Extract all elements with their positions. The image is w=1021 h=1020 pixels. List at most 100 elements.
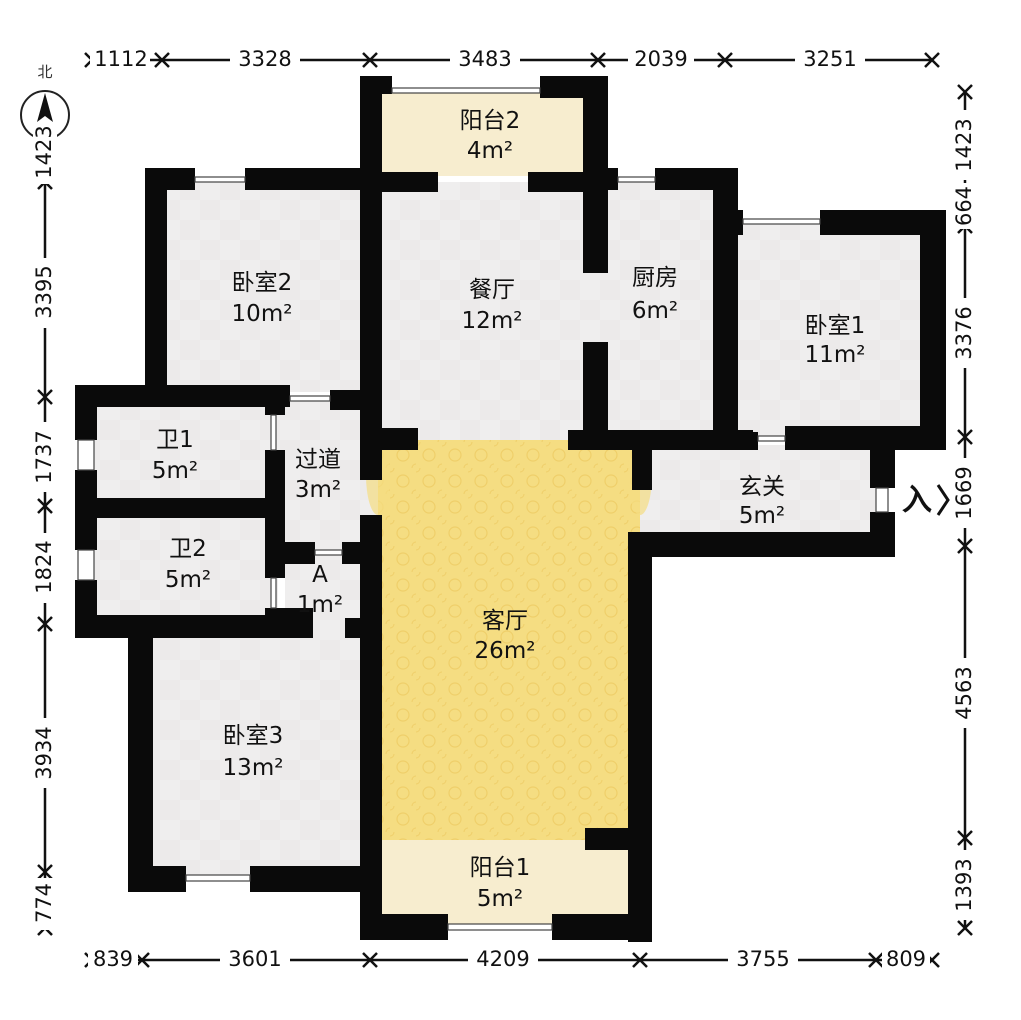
room-a-name: A: [312, 562, 328, 588]
bath1-area: 5m²: [152, 458, 198, 484]
dim-right-5: 4563: [952, 666, 976, 719]
dimension-tick: [957, 84, 973, 100]
dim-left-4: 1824: [32, 540, 56, 593]
bath2-area: 5m²: [165, 567, 211, 593]
dim-left-5: 3934: [32, 726, 56, 779]
window: [77, 549, 95, 581]
north-label: 北: [37, 63, 52, 81]
dimension-tick: [632, 952, 648, 968]
windows: [77, 87, 889, 931]
dim-left-6: 774: [32, 883, 56, 923]
dim-right-6: 1393: [952, 858, 976, 911]
bedroom2-area: 10m²: [232, 301, 293, 327]
corridor-area: 3m²: [295, 477, 341, 503]
balcony2-area: 4m²: [467, 138, 513, 164]
dimension-tick: [590, 52, 606, 68]
bedroom2-name: 卧室2: [232, 270, 293, 296]
walls: [75, 76, 946, 942]
dim-bottom-2: 3601: [228, 947, 281, 971]
foyer-name: 玄关: [739, 474, 785, 500]
bath1-name: 卫1: [156, 427, 194, 453]
window: [270, 577, 277, 609]
dimension-tick: [957, 830, 973, 846]
bedroom1-area: 11m²: [805, 342, 866, 368]
living-name: 客厅: [482, 608, 528, 634]
kitchen-area: 6m²: [632, 298, 678, 324]
window: [185, 874, 251, 882]
window: [194, 176, 246, 183]
room-labels: 阳台2 4m² 卧室2 10m² 餐厅 12m² 厨房 6m² 卧室1 11m²…: [152, 108, 866, 912]
bath2-name: 卫2: [169, 536, 207, 562]
dim-top-2: 3328: [238, 47, 291, 71]
dim-right-4: 1669: [952, 466, 976, 519]
dimension-tick: [362, 52, 378, 68]
corridor-name: 过道: [295, 447, 341, 473]
dim-right-2: 664: [952, 186, 976, 226]
dining-area: 12m²: [462, 308, 523, 334]
window: [77, 439, 95, 471]
left-dimensions: 1423 3395 1737 1824 3934 774: [32, 122, 57, 930]
dim-right-3: 3376: [952, 306, 976, 359]
balcony2-floor: [375, 88, 593, 176]
dim-left-2: 3395: [32, 265, 56, 318]
dim-left-3: 1737: [32, 430, 56, 483]
bedroom1-name: 卧室1: [805, 313, 866, 339]
top-dimensions: 1112 3328 3483 2039 3251: [90, 47, 865, 72]
window: [447, 923, 553, 931]
bedroom1-floor: [733, 222, 933, 437]
window: [314, 549, 343, 556]
entry-label: 入: [902, 483, 932, 518]
foyer-area: 5m²: [739, 503, 785, 529]
dimension-tick: [717, 52, 733, 68]
dimension-tick: [957, 538, 973, 554]
balcony2-name: 阳台2: [460, 108, 521, 134]
living-floor: [378, 440, 640, 840]
kitchen-name: 厨房: [632, 265, 678, 291]
bath1-floor: [88, 400, 278, 500]
dining-name: 餐厅: [469, 277, 515, 303]
dim-bottom-4: 3755: [736, 947, 789, 971]
bath2-floor: [88, 515, 278, 620]
dimension-tick: [924, 52, 940, 68]
floors: [88, 88, 933, 928]
dim-top-1: 1112: [94, 47, 147, 71]
dimension-tick: [37, 389, 53, 405]
bedroom3-name: 卧室3: [223, 723, 284, 749]
dim-bottom-5: 809: [886, 947, 926, 971]
dimension-tick: [154, 52, 170, 68]
dimension-tick: [362, 952, 378, 968]
dimension-tick: [37, 498, 53, 514]
bedroom3-area: 13m²: [223, 755, 284, 781]
window: [270, 414, 277, 451]
bedroom2-floor: [163, 182, 368, 392]
balcony1-area: 5m²: [477, 886, 523, 912]
window: [289, 395, 331, 402]
dim-bottom-3: 4209: [476, 947, 529, 971]
dim-top-5: 3251: [803, 47, 856, 71]
dim-left-1: 1423: [32, 125, 56, 178]
dimension-tick: [37, 864, 53, 880]
compass-arrow-icon: [37, 93, 53, 122]
right-dimensions: 1423 664 3376 1669 4563 1393: [952, 110, 977, 920]
door-entry: [875, 487, 889, 513]
entry-arrow: [936, 484, 950, 516]
window: [757, 435, 786, 442]
dining-floor: [378, 182, 598, 444]
dimension-tick: [37, 616, 53, 632]
dimension-tick: [957, 920, 973, 936]
dim-top-3: 3483: [458, 47, 511, 71]
window: [742, 218, 821, 225]
dimension-tick: [868, 952, 884, 968]
living-area: 26m²: [475, 638, 536, 664]
window: [617, 176, 656, 183]
dim-top-4: 2039: [634, 47, 687, 71]
room-a-area: 1m²: [297, 592, 343, 618]
bedroom3-floor: [145, 630, 367, 880]
dim-right-1: 1423: [952, 118, 976, 171]
balcony1-floor: [375, 840, 630, 928]
foyer-floor: [640, 445, 885, 535]
window: [391, 87, 541, 94]
bottom-dimensions: 839 3601 4209 3755 809: [88, 947, 930, 972]
balcony1-name: 阳台1: [470, 855, 531, 881]
